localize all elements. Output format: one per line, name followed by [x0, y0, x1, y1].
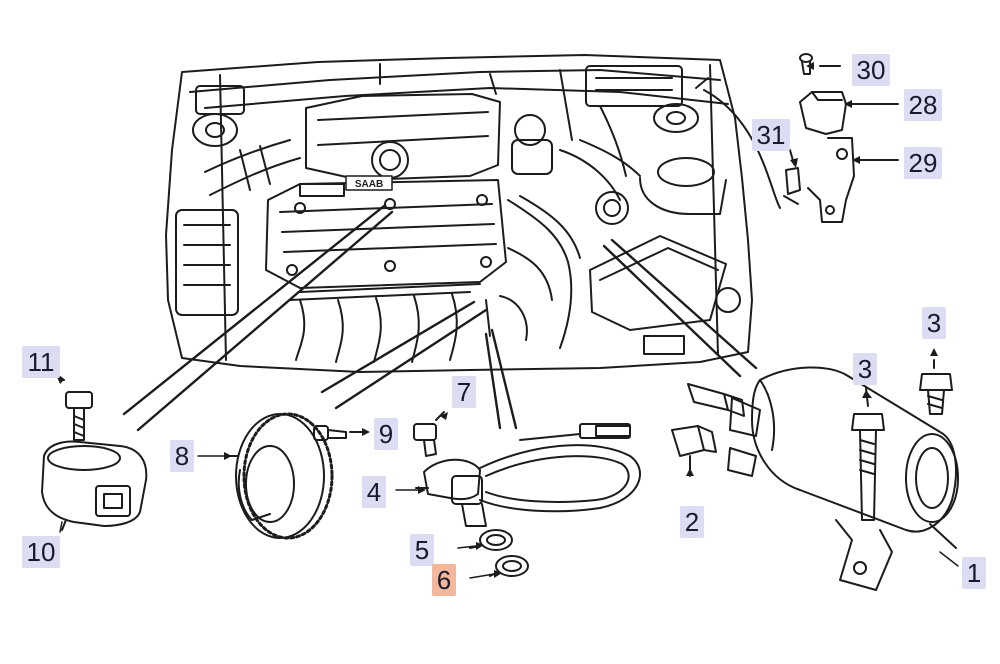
callout-label-29[interactable]: 29 — [904, 147, 942, 179]
engine-bay-illustration — [165, 54, 753, 373]
camshaft-sensor — [799, 91, 899, 135]
callout-label-28[interactable]: 28 — [904, 89, 942, 121]
callout-label-9[interactable]: 9 — [374, 418, 398, 450]
callout-label-1[interactable]: 1 — [962, 557, 986, 589]
callout-label-3-upper[interactable]: 3 — [922, 307, 946, 339]
callout-label-11[interactable]: 11 — [22, 346, 60, 378]
callout-label-4[interactable]: 4 — [362, 476, 386, 508]
callout-label-8[interactable]: 8 — [170, 440, 194, 472]
ignition-sensor — [671, 383, 745, 477]
mounting-bolt — [919, 359, 953, 415]
callout-label-5[interactable]: 5 — [410, 534, 434, 566]
callout-label-6-highlighted[interactable]: 6 — [432, 564, 456, 596]
crankshaft-position-sensor — [415, 423, 641, 527]
leader-lines — [122, 204, 758, 432]
callout-leaders — [59, 455, 959, 579]
knock-sensor — [41, 440, 148, 531]
camshaft-sensor-screw — [799, 53, 841, 75]
spacer-ring — [469, 529, 513, 551]
callout-label-7[interactable]: 7 — [452, 376, 476, 408]
small-bolt — [313, 425, 365, 441]
callout-label-3-lower[interactable]: 3 — [853, 353, 877, 385]
callout-label-10[interactable]: 10 — [22, 536, 60, 568]
engine-logo-text: SAAB — [355, 179, 383, 190]
callout-label-30[interactable]: 30 — [852, 54, 890, 86]
camshaft-sensor-bracket — [807, 137, 899, 223]
ignition-module — [727, 366, 959, 591]
callout-arrowheads — [54, 62, 938, 578]
mounting-bolt — [851, 387, 885, 521]
callout-label-31[interactable]: 31 — [752, 119, 790, 151]
reluctor-wheel — [225, 412, 334, 540]
sensor-bolt — [413, 411, 445, 457]
knock-sensor-bolt — [55, 373, 93, 441]
callout-label-2[interactable]: 2 — [680, 506, 704, 538]
engine-logo-plate — [345, 175, 393, 191]
